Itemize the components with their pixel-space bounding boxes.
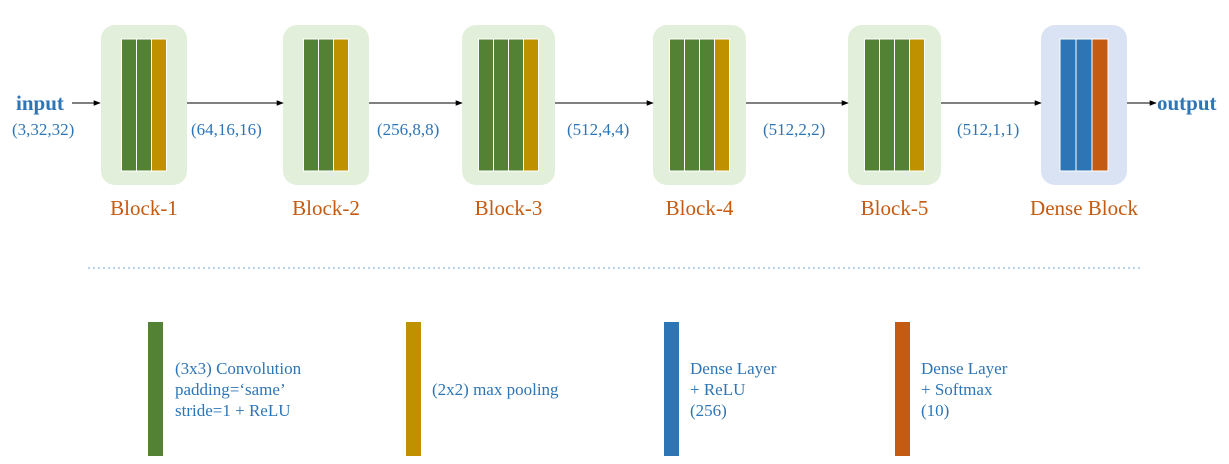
legend-conv-text: padding=‘same’ — [175, 380, 286, 399]
block-2-conv-layer — [303, 38, 319, 172]
block-5-conv-layer — [879, 38, 895, 172]
tensor-shape-label: (512,2,2) — [763, 120, 825, 139]
tensor-shape-label: (512,1,1) — [957, 120, 1019, 139]
dense-relu-layer — [1075, 38, 1093, 172]
block-3-pool-layer — [523, 38, 539, 172]
block-4-pool-layer — [714, 38, 730, 172]
legend-softmax-text: (10) — [921, 401, 949, 420]
block-1-label: Block-1 — [110, 196, 178, 220]
tensor-shape-label: (64,16,16) — [191, 120, 262, 139]
dense-relu-layer — [1059, 38, 1077, 172]
block-3-conv-layer — [478, 38, 494, 172]
legend-conv-text: stride=1 + ReLU — [175, 401, 291, 420]
legend-softmax-swatch — [895, 322, 910, 456]
block-3-conv-layer — [493, 38, 509, 172]
block-1-conv-layer — [136, 38, 152, 172]
dense-block-label: Dense Block — [1030, 196, 1138, 220]
block-4-conv-layer — [669, 38, 685, 172]
block-2-conv-layer — [318, 38, 334, 172]
legend-dense-text: + ReLU — [690, 380, 745, 399]
legend-softmax-text: + Softmax — [921, 380, 993, 399]
input-label: input — [16, 91, 64, 115]
block-4-conv-layer — [699, 38, 715, 172]
block-4-conv-layer — [684, 38, 700, 172]
block-1-pool-layer — [151, 38, 167, 172]
block-5-label: Block-5 — [861, 196, 929, 220]
block-5-pool-layer — [909, 38, 925, 172]
legend-dense-swatch — [664, 322, 679, 456]
block-3-conv-layer — [508, 38, 524, 172]
block-5-conv-layer — [864, 38, 880, 172]
block-5-conv-layer — [894, 38, 910, 172]
legend-conv-text: (3x3) Convolution — [175, 359, 302, 378]
block-2-pool-layer — [333, 38, 349, 172]
dense-softmax-layer — [1091, 38, 1109, 172]
legend-dense-text: (256) — [690, 401, 727, 420]
tensor-shape-label: (512,4,4) — [567, 120, 629, 139]
legend-pool-text: (2x2) max pooling — [432, 380, 559, 399]
legend-softmax-text: Dense Layer — [921, 359, 1008, 378]
tensor-shape-label: (3,32,32) — [12, 120, 74, 139]
block-4-label: Block-4 — [666, 196, 734, 220]
tensor-shape-label: (256,8,8) — [377, 120, 439, 139]
block-2-label: Block-2 — [292, 196, 360, 220]
legend-dense-text: Dense Layer — [690, 359, 777, 378]
output-label: output — [1157, 91, 1217, 115]
block-1-conv-layer — [121, 38, 137, 172]
legend-pool-swatch — [406, 322, 421, 456]
legend-conv-swatch — [148, 322, 163, 456]
block-3-label: Block-3 — [475, 196, 543, 220]
